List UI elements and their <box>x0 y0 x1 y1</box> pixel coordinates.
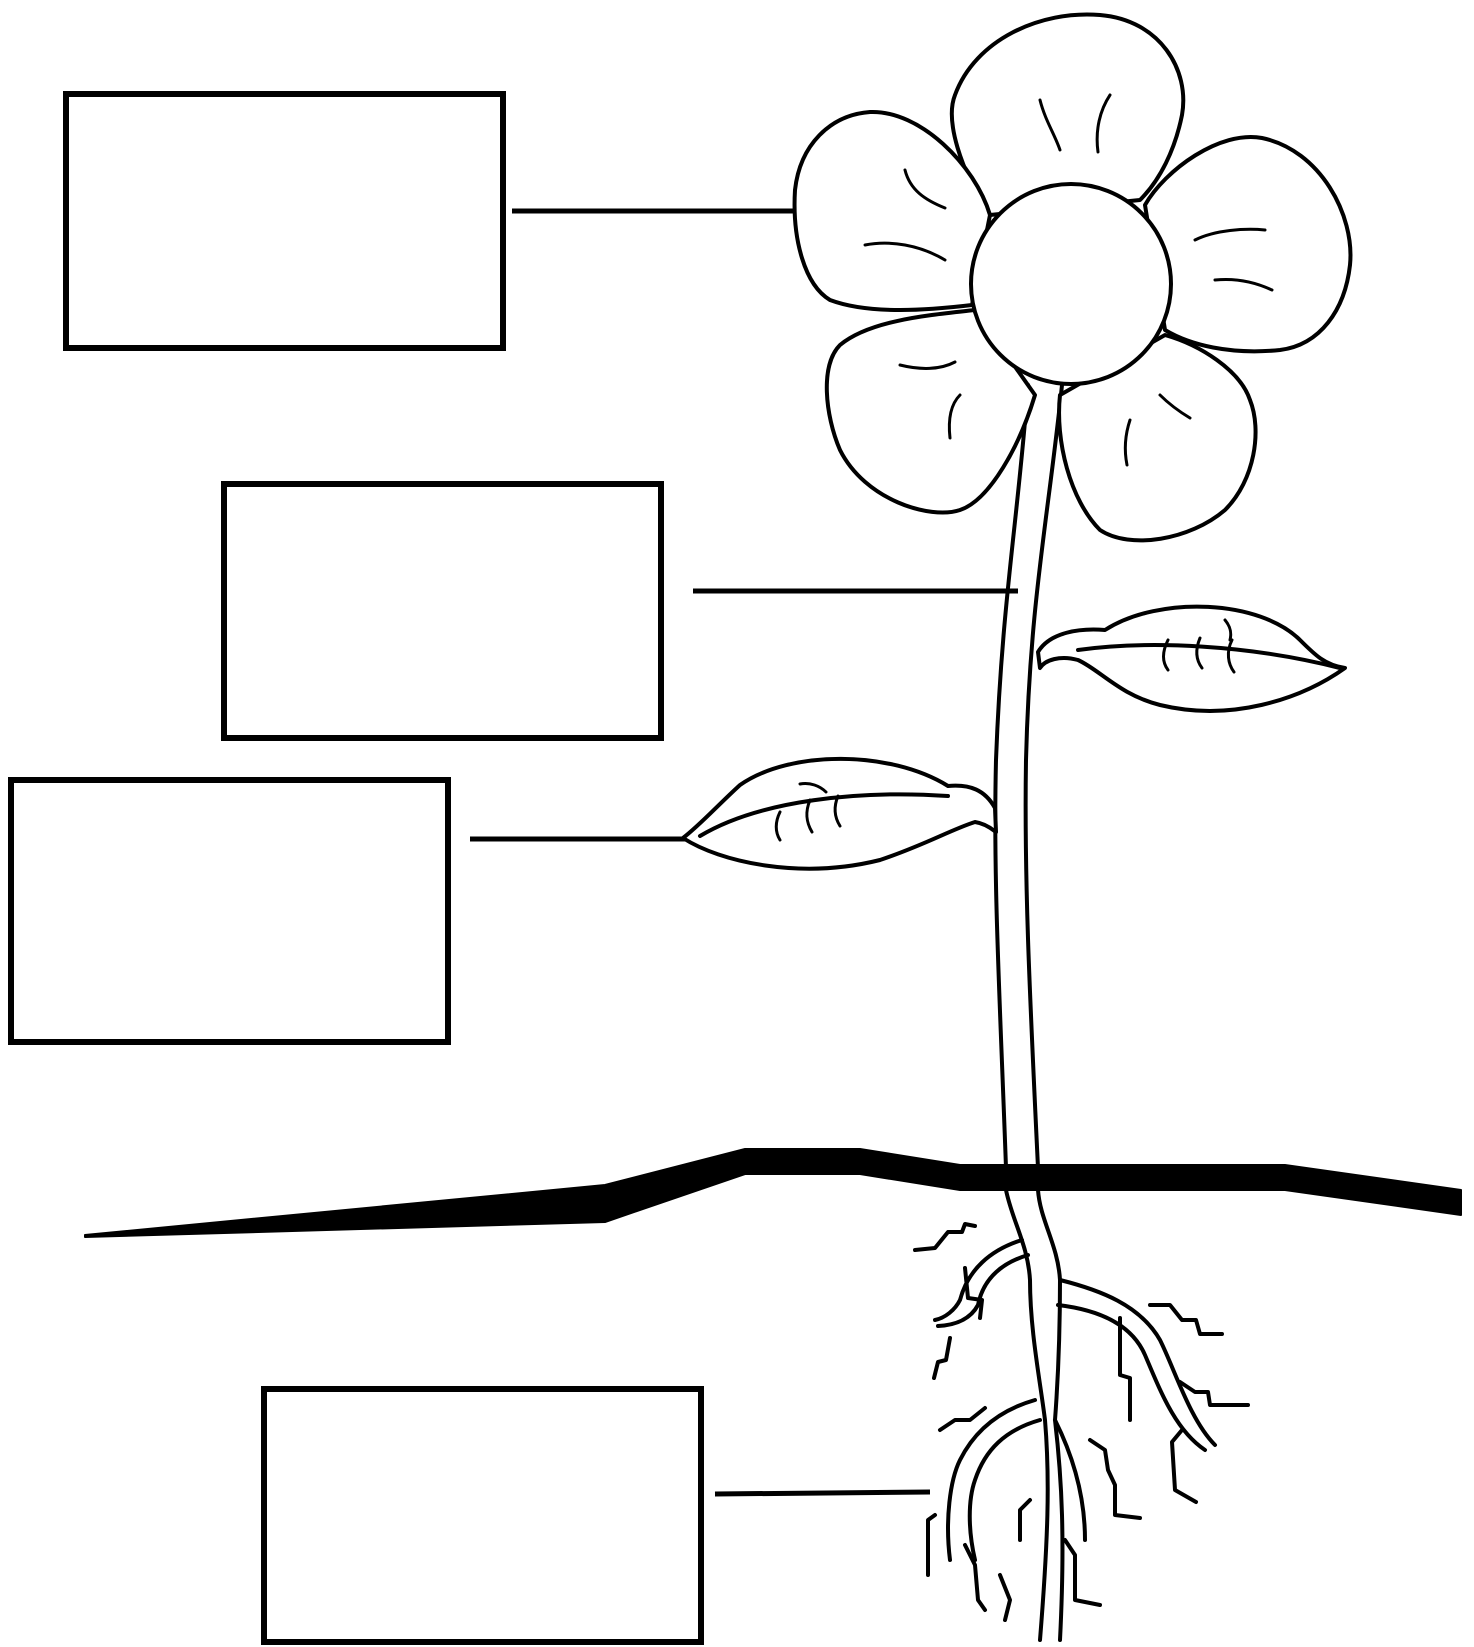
label-box-stem[interactable] <box>221 481 664 741</box>
leader-line-roots <box>715 1492 930 1494</box>
left-leaf <box>683 759 996 869</box>
stem <box>995 385 1062 1168</box>
ground-line <box>85 1149 1461 1237</box>
label-box-leaf[interactable] <box>8 777 451 1045</box>
roots <box>915 1190 1248 1640</box>
label-box-roots[interactable] <box>261 1386 704 1645</box>
flower-center <box>971 184 1171 384</box>
flower-petals <box>795 14 1351 540</box>
label-box-flower[interactable] <box>63 91 506 351</box>
petal-upper-right <box>1145 137 1350 351</box>
right-leaf <box>1038 607 1345 711</box>
